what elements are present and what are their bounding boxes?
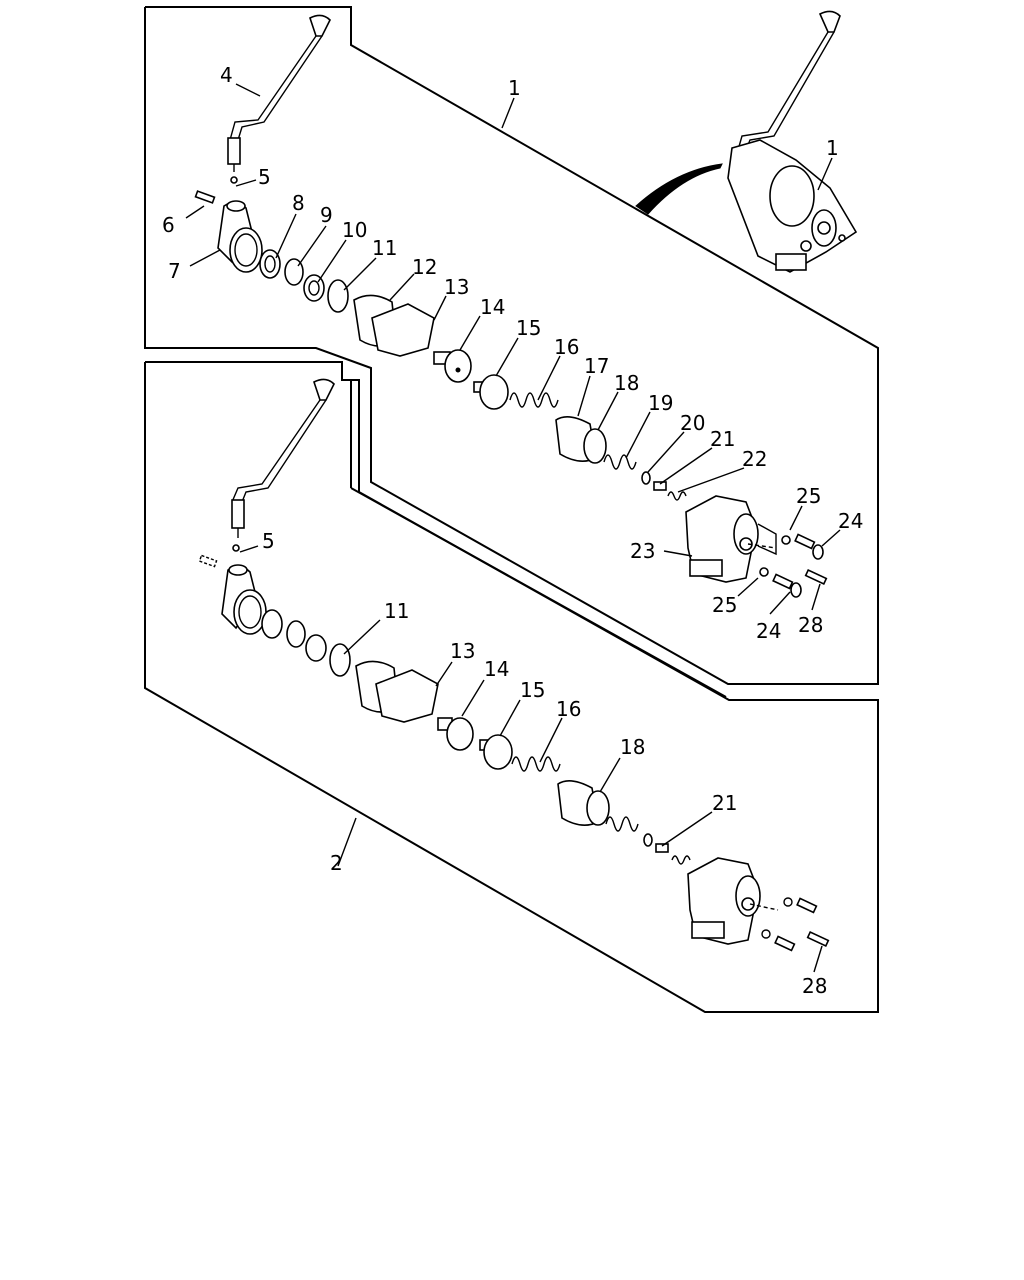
callout-22: 22: [742, 447, 767, 471]
seat-part-15: [473, 374, 509, 410]
callout-16: 16: [554, 335, 579, 359]
bolt-part-24: [794, 533, 824, 560]
callout-assembly-1: 1: [508, 76, 521, 100]
callout-15-bottom: 15: [520, 678, 545, 702]
ring-part-18-bottom: [586, 790, 610, 826]
callout-5-bottom: 5: [262, 529, 275, 553]
nut-part-10-bottom: [305, 634, 327, 662]
plug-part-21-bottom: [655, 843, 669, 853]
washer-part-25: [781, 535, 791, 545]
nut-part-10: [303, 274, 325, 302]
callout-24a: 24: [838, 509, 863, 533]
washer-part-9-bottom: [286, 620, 306, 648]
plug-part-21: [653, 481, 667, 491]
callout-8: 8: [292, 191, 305, 215]
callout-14-bottom: 14: [484, 657, 509, 681]
callout-14: 14: [480, 295, 505, 319]
callout-13: 13: [444, 275, 469, 299]
callout-15: 15: [516, 316, 541, 340]
callout-16-bottom: 16: [556, 697, 581, 721]
bottom-assembly: 2 5 11 13 14 15 16 18 21 28: [198, 378, 830, 998]
bolt-part-28-bottom: [806, 930, 830, 948]
callout-11: 11: [372, 236, 397, 260]
callout-4: 4: [220, 63, 233, 87]
callout-18-bottom: 18: [620, 735, 645, 759]
callout-9: 9: [320, 203, 333, 227]
top-assembly: 1 1 4 5 6 7 8 9 10 11 12 13 14 15 16 17 …: [162, 10, 863, 643]
callout-23: 23: [630, 539, 655, 563]
border-inner-line: [350, 487, 727, 698]
assembled-valve-inset: [727, 10, 858, 273]
callout-10: 10: [342, 218, 367, 242]
lever-part-4: [227, 14, 331, 184]
washer-part-25-bottom: [761, 929, 771, 939]
callout-7: 7: [168, 259, 181, 283]
plate-part-13-bottom: [375, 669, 439, 723]
bottom-assembly-border: [144, 361, 879, 1013]
lever-part-4-bottom: [231, 378, 335, 552]
callout-25b: 25: [712, 593, 737, 617]
oring-part-11: [327, 279, 349, 313]
callout-19: 19: [648, 391, 673, 415]
assembly-arrow: [635, 163, 723, 215]
leader-lines-top: [185, 83, 841, 615]
callout-18: 18: [614, 371, 639, 395]
housing-part-7-bottom: [221, 564, 267, 635]
washer-part-25-bottom: [783, 897, 793, 907]
callout-12: 12: [412, 255, 437, 279]
spring-part-16: [509, 392, 559, 408]
ring-part-18: [583, 428, 607, 464]
oring-part-11-bottom: [329, 643, 351, 677]
nut-part-8-bottom: [261, 609, 283, 639]
spring-part-19-bottom: [605, 816, 639, 832]
washer-part-20-bottom: [643, 833, 653, 847]
callout-17: 17: [584, 354, 609, 378]
spring-part-19: [603, 454, 637, 470]
bolt-part-28: [804, 568, 828, 586]
body-part-23-bottom: [687, 857, 779, 945]
top-assembly-border: [144, 6, 879, 685]
callout-5: 5: [258, 165, 271, 189]
pin-part-6: [194, 190, 216, 204]
callout-11-bottom: 11: [384, 599, 409, 623]
seat-part-15-bottom: [479, 734, 513, 770]
plate-part-13: [371, 303, 435, 357]
callout-inset-1: 1: [826, 136, 839, 160]
pin-part-6-bottom: [198, 554, 218, 568]
callout-21-bottom: 21: [712, 791, 737, 815]
callout-13-bottom: 13: [450, 639, 475, 663]
bolt-part-24-bottom: [774, 935, 796, 952]
callout-28: 28: [798, 613, 823, 637]
callout-6: 6: [162, 213, 175, 237]
callout-28-bottom: 28: [802, 974, 827, 998]
spring-part-22: [667, 491, 687, 501]
washer-part-25: [759, 567, 769, 577]
bolt-part-24: [772, 573, 802, 598]
bolt-part-24-bottom: [796, 897, 818, 914]
callout-21: 21: [710, 427, 735, 451]
leader-lines-bottom: [239, 545, 823, 973]
spool-part-14: [433, 349, 472, 383]
spring-part-16-bottom: [511, 756, 561, 772]
spring-part-22-bottom: [671, 855, 691, 865]
callout-20: 20: [680, 411, 705, 435]
washer-part-20: [641, 471, 651, 485]
callout-assembly-2: 2: [330, 851, 343, 875]
callout-24b: 24: [756, 619, 781, 643]
housing-part-7: [217, 200, 263, 273]
callout-25a: 25: [796, 484, 821, 508]
nut-part-8: [259, 249, 281, 279]
body-part-23: [685, 495, 777, 583]
spool-part-14-bottom: [437, 717, 474, 751]
